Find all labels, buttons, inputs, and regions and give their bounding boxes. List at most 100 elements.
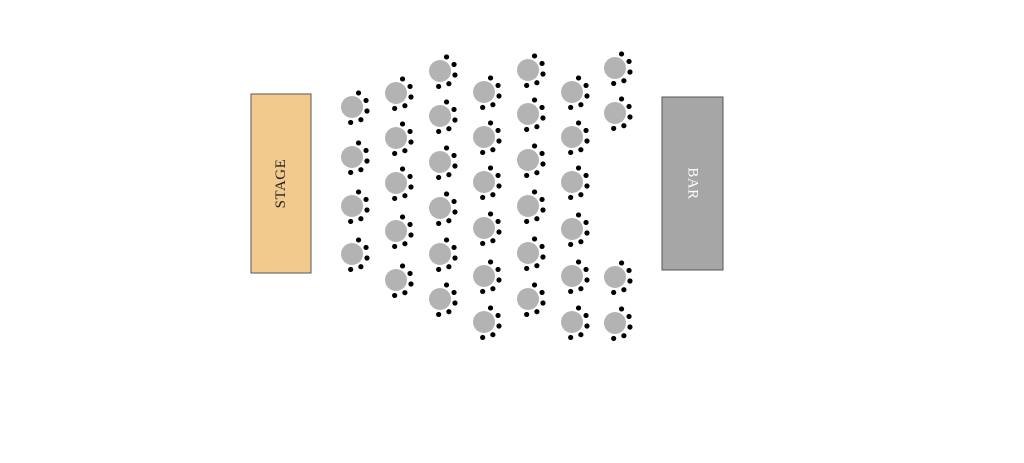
- chair: [575, 75, 582, 81]
- chair: [531, 189, 538, 195]
- tables-layer: [341, 51, 633, 342]
- chair: [496, 183, 502, 189]
- chair: [480, 104, 486, 111]
- chair: [495, 172, 501, 179]
- chair: [611, 289, 617, 296]
- chair: [348, 169, 354, 176]
- chair: [355, 90, 362, 96]
- table: [385, 269, 407, 291]
- chair: [540, 207, 546, 213]
- chair: [487, 75, 494, 81]
- table-group: [429, 237, 458, 273]
- chair: [490, 192, 496, 198]
- chair: [534, 170, 540, 176]
- chair: [568, 288, 574, 295]
- chair: [524, 311, 530, 318]
- chair: [487, 165, 494, 171]
- chair: [618, 306, 625, 312]
- table-group: [473, 120, 502, 156]
- chair: [578, 239, 584, 245]
- chair: [611, 335, 617, 342]
- chair: [575, 305, 582, 311]
- chair: [611, 125, 617, 132]
- chair: [540, 115, 546, 121]
- table-group: [341, 237, 370, 273]
- chair: [627, 324, 633, 330]
- chair: [363, 147, 369, 154]
- chair: [480, 334, 486, 341]
- chair: [584, 138, 590, 144]
- table: [561, 171, 583, 193]
- chair: [407, 270, 413, 277]
- chair: [436, 128, 442, 135]
- table: [604, 312, 626, 334]
- chair: [451, 106, 457, 113]
- chair: [540, 254, 546, 260]
- stage-label: STAGE: [273, 159, 289, 209]
- chair: [524, 126, 530, 133]
- table-group: [604, 260, 633, 296]
- chair: [627, 69, 633, 75]
- table-group: [517, 97, 546, 133]
- table: [473, 81, 495, 103]
- chair: [407, 221, 413, 228]
- chair: [568, 149, 574, 156]
- chair: [407, 128, 413, 135]
- chair: [531, 97, 538, 103]
- chair: [539, 60, 545, 67]
- table: [561, 126, 583, 148]
- chair: [408, 232, 414, 238]
- table-group: [385, 121, 414, 157]
- chair: [539, 104, 545, 111]
- chair: [451, 244, 457, 251]
- chair: [363, 97, 369, 104]
- chair: [626, 313, 632, 320]
- chair: [583, 172, 589, 179]
- table: [604, 266, 626, 288]
- table-group: [517, 236, 546, 272]
- chair: [399, 76, 406, 82]
- chair: [524, 82, 530, 89]
- chair: [480, 288, 486, 295]
- chair: [578, 332, 584, 338]
- chair: [621, 78, 627, 84]
- chair: [621, 333, 627, 339]
- chair: [436, 266, 442, 273]
- chair: [392, 292, 398, 299]
- table: [517, 103, 539, 125]
- chair: [402, 103, 408, 109]
- chair: [392, 105, 398, 112]
- table-group: [517, 189, 546, 225]
- chair: [578, 102, 584, 108]
- chair: [583, 127, 589, 134]
- chair: [531, 282, 538, 288]
- chair: [443, 191, 450, 197]
- chair: [575, 212, 582, 218]
- chair: [496, 323, 502, 329]
- table: [517, 195, 539, 217]
- table-group: [561, 259, 590, 295]
- table: [473, 217, 495, 239]
- chair: [539, 196, 545, 203]
- table-group: [517, 53, 546, 89]
- chair: [408, 184, 414, 190]
- chair: [443, 237, 450, 243]
- chair: [452, 117, 458, 123]
- chair: [534, 309, 540, 315]
- chair: [495, 127, 501, 134]
- table: [473, 171, 495, 193]
- chair: [436, 174, 442, 181]
- table: [341, 146, 363, 168]
- table: [429, 151, 451, 173]
- chair: [348, 266, 354, 273]
- chair: [626, 58, 632, 65]
- chair: [407, 173, 413, 180]
- chair: [446, 126, 452, 132]
- chair: [524, 172, 530, 179]
- chair: [578, 286, 584, 292]
- chair: [451, 152, 457, 159]
- table: [473, 126, 495, 148]
- chair: [407, 83, 413, 90]
- table-group: [561, 120, 590, 156]
